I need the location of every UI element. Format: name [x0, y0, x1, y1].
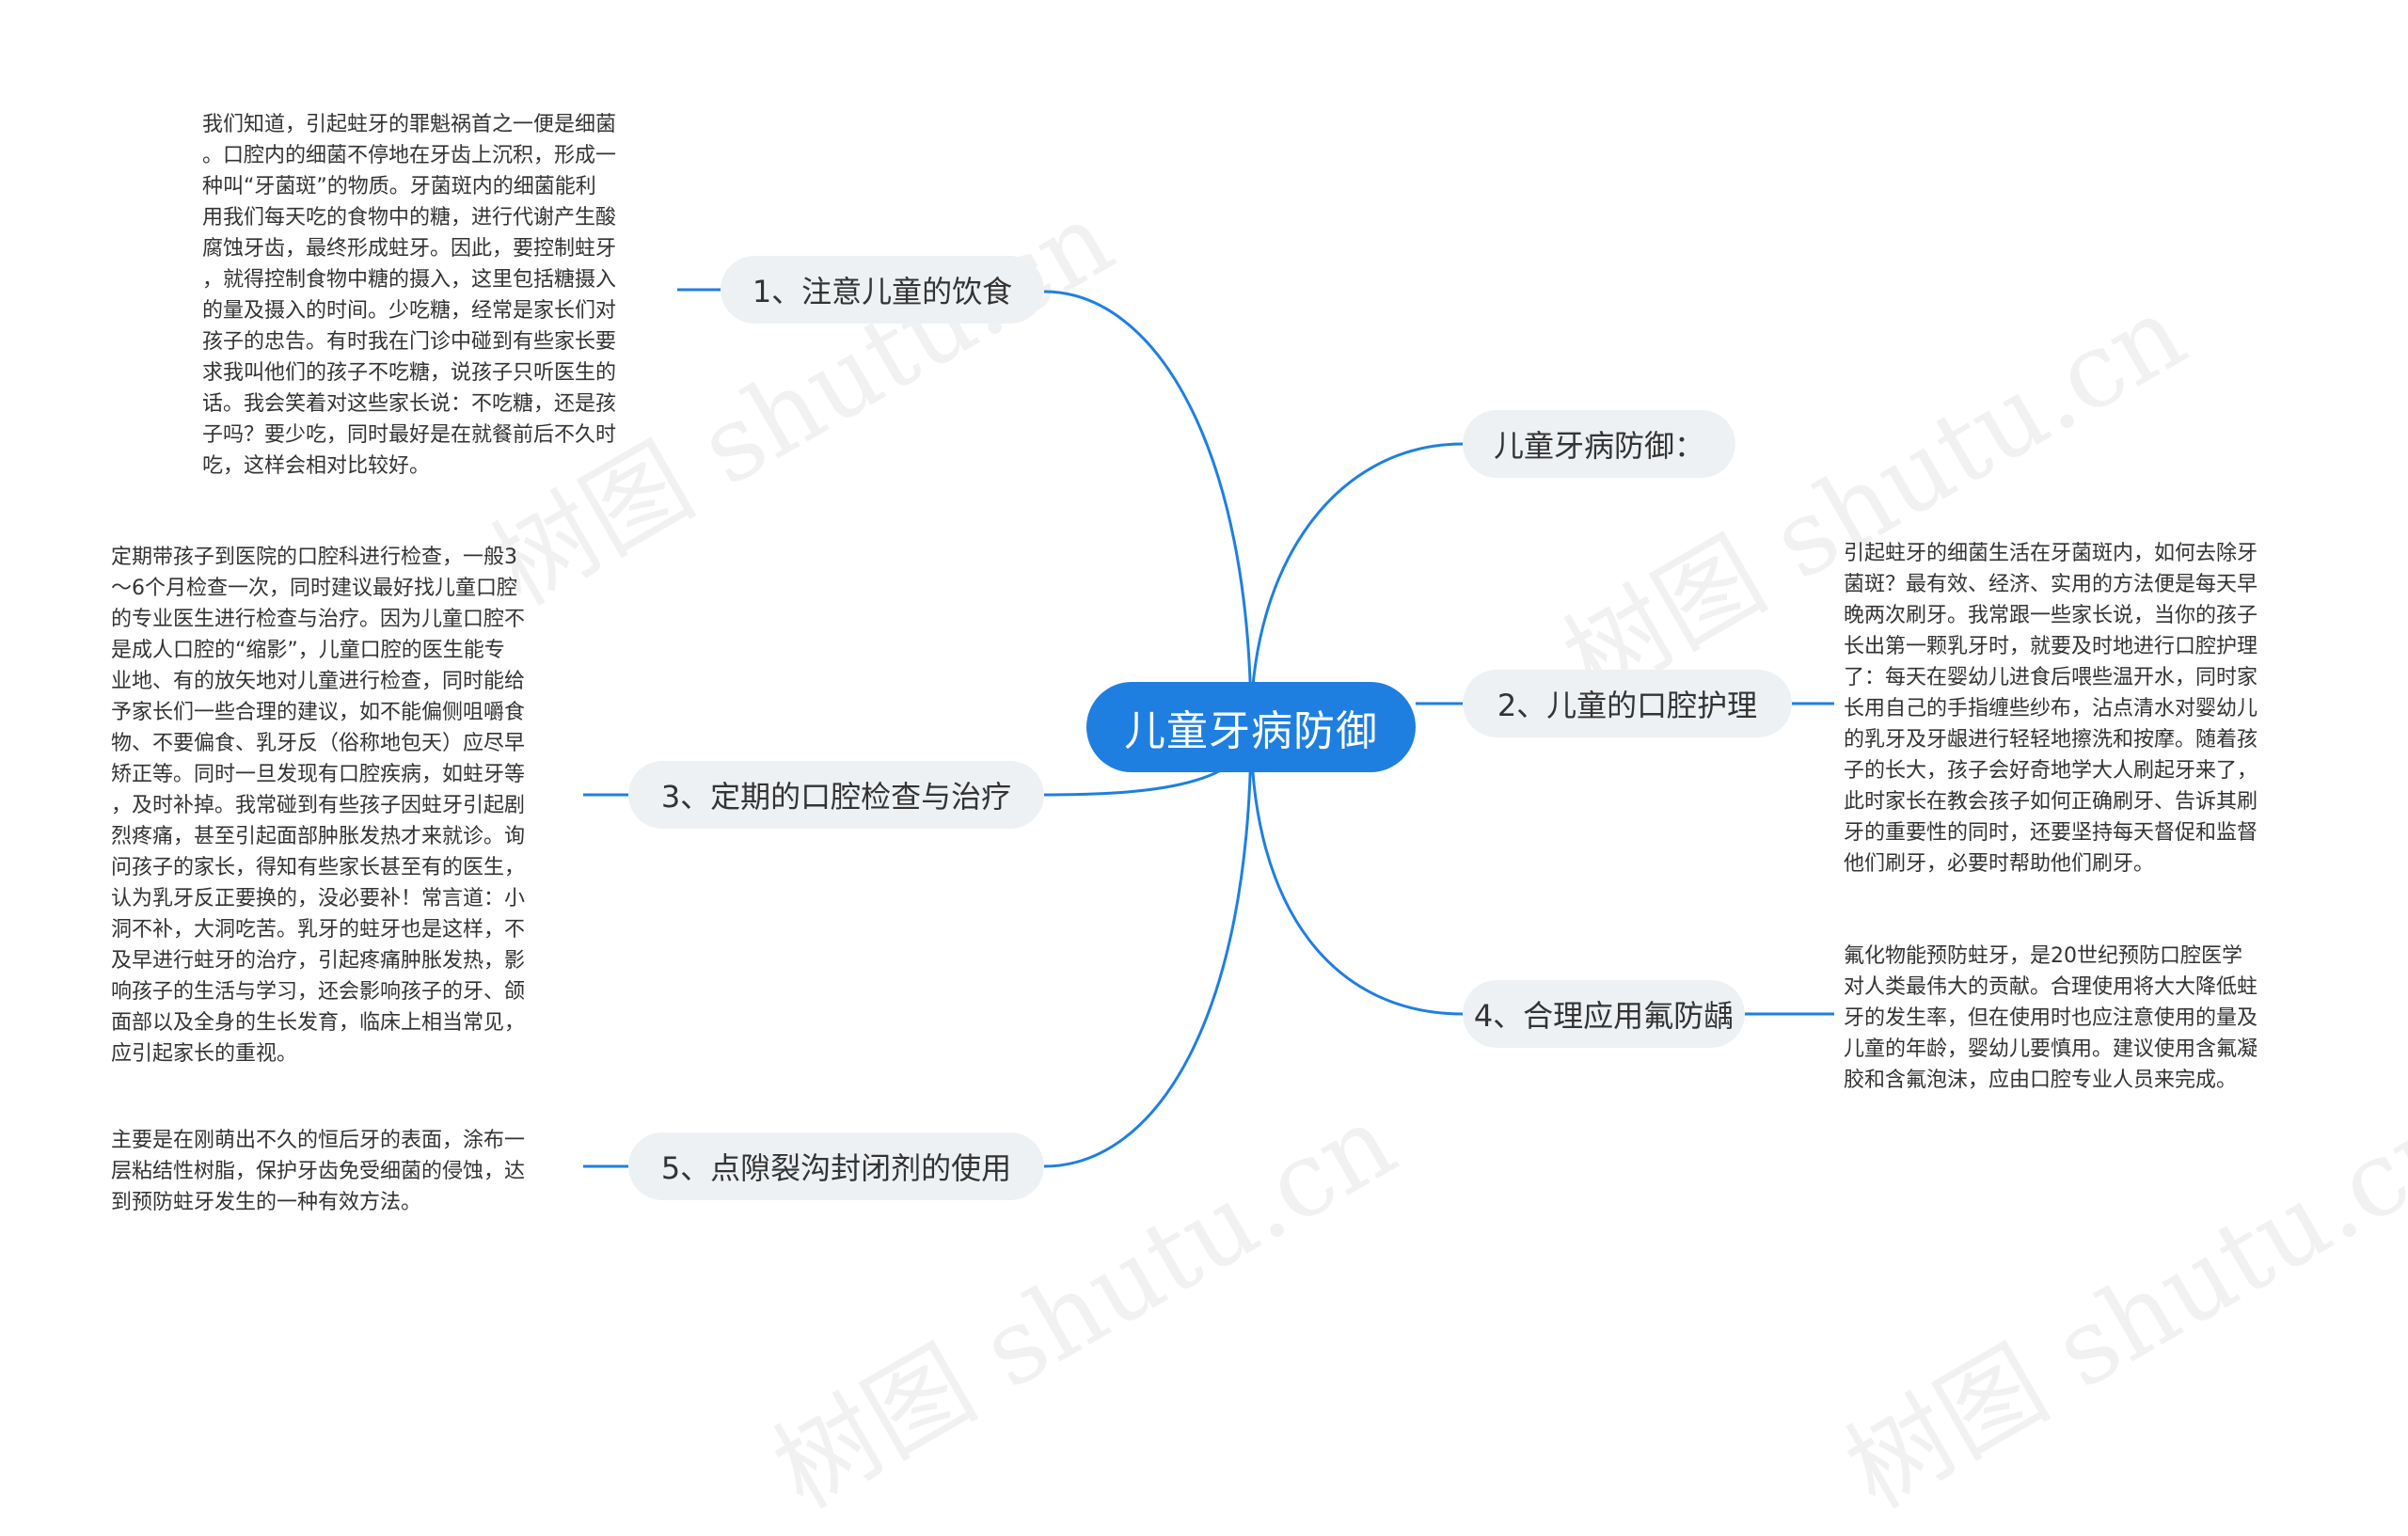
connector-fluoride: [1249, 726, 1464, 1016]
topic-oral-care[interactable]: 2、儿童的口腔护理: [1463, 670, 1792, 737]
note-sealant: 主要是在刚萌出不久的恒后牙的表面，涂布一 层粘结性树脂，保护牙齿免受细菌的侵蚀，…: [111, 1129, 526, 1214]
connector-intro: [1249, 442, 1464, 728]
mind-map-canvas: 树图 shutu.cn 树图 shutu.cn 树图 shutu.cn 树图 s…: [111, 113, 2408, 1531]
root-node[interactable]: 儿童牙病防御: [1086, 682, 1416, 772]
topic-intro[interactable]: 儿童牙病防御：: [1463, 410, 1735, 478]
topic-fluoride[interactable]: 4、合理应用氟防龋: [1463, 980, 1745, 1048]
connector-diet: [1043, 290, 1253, 728]
topic-checkup[interactable]: 3、定期的口腔检查与治疗: [628, 761, 1044, 829]
connector-sealant: [1043, 726, 1253, 1168]
note-checkup: 定期带孩子到医院的口腔科进行检查，一般3 ～6个月检查一次，同时建议最好找儿童口…: [111, 546, 526, 1066]
topic-diet[interactable]: 1、注意儿童的饮食: [721, 256, 1044, 324]
note-diet: 我们知道，引起蛀牙的罪魁祸首之一便是细菌 。口腔内的细菌不停地在牙齿上沉积，形成…: [202, 113, 617, 478]
note-fluoride: 氟化物能预防蛀牙，是20世纪预防口腔医学 对人类最伟大的贡献。合理使用将大大降低…: [1844, 944, 2258, 1092]
topic-sealant[interactable]: 5、点隙裂沟封闭剂的使用: [628, 1132, 1044, 1200]
note-oral-care: 引起蛀牙的细菌生活在牙菌斑内，如何去除牙 菌斑？最有效、经济、实用的方法便是每天…: [1844, 542, 2258, 876]
